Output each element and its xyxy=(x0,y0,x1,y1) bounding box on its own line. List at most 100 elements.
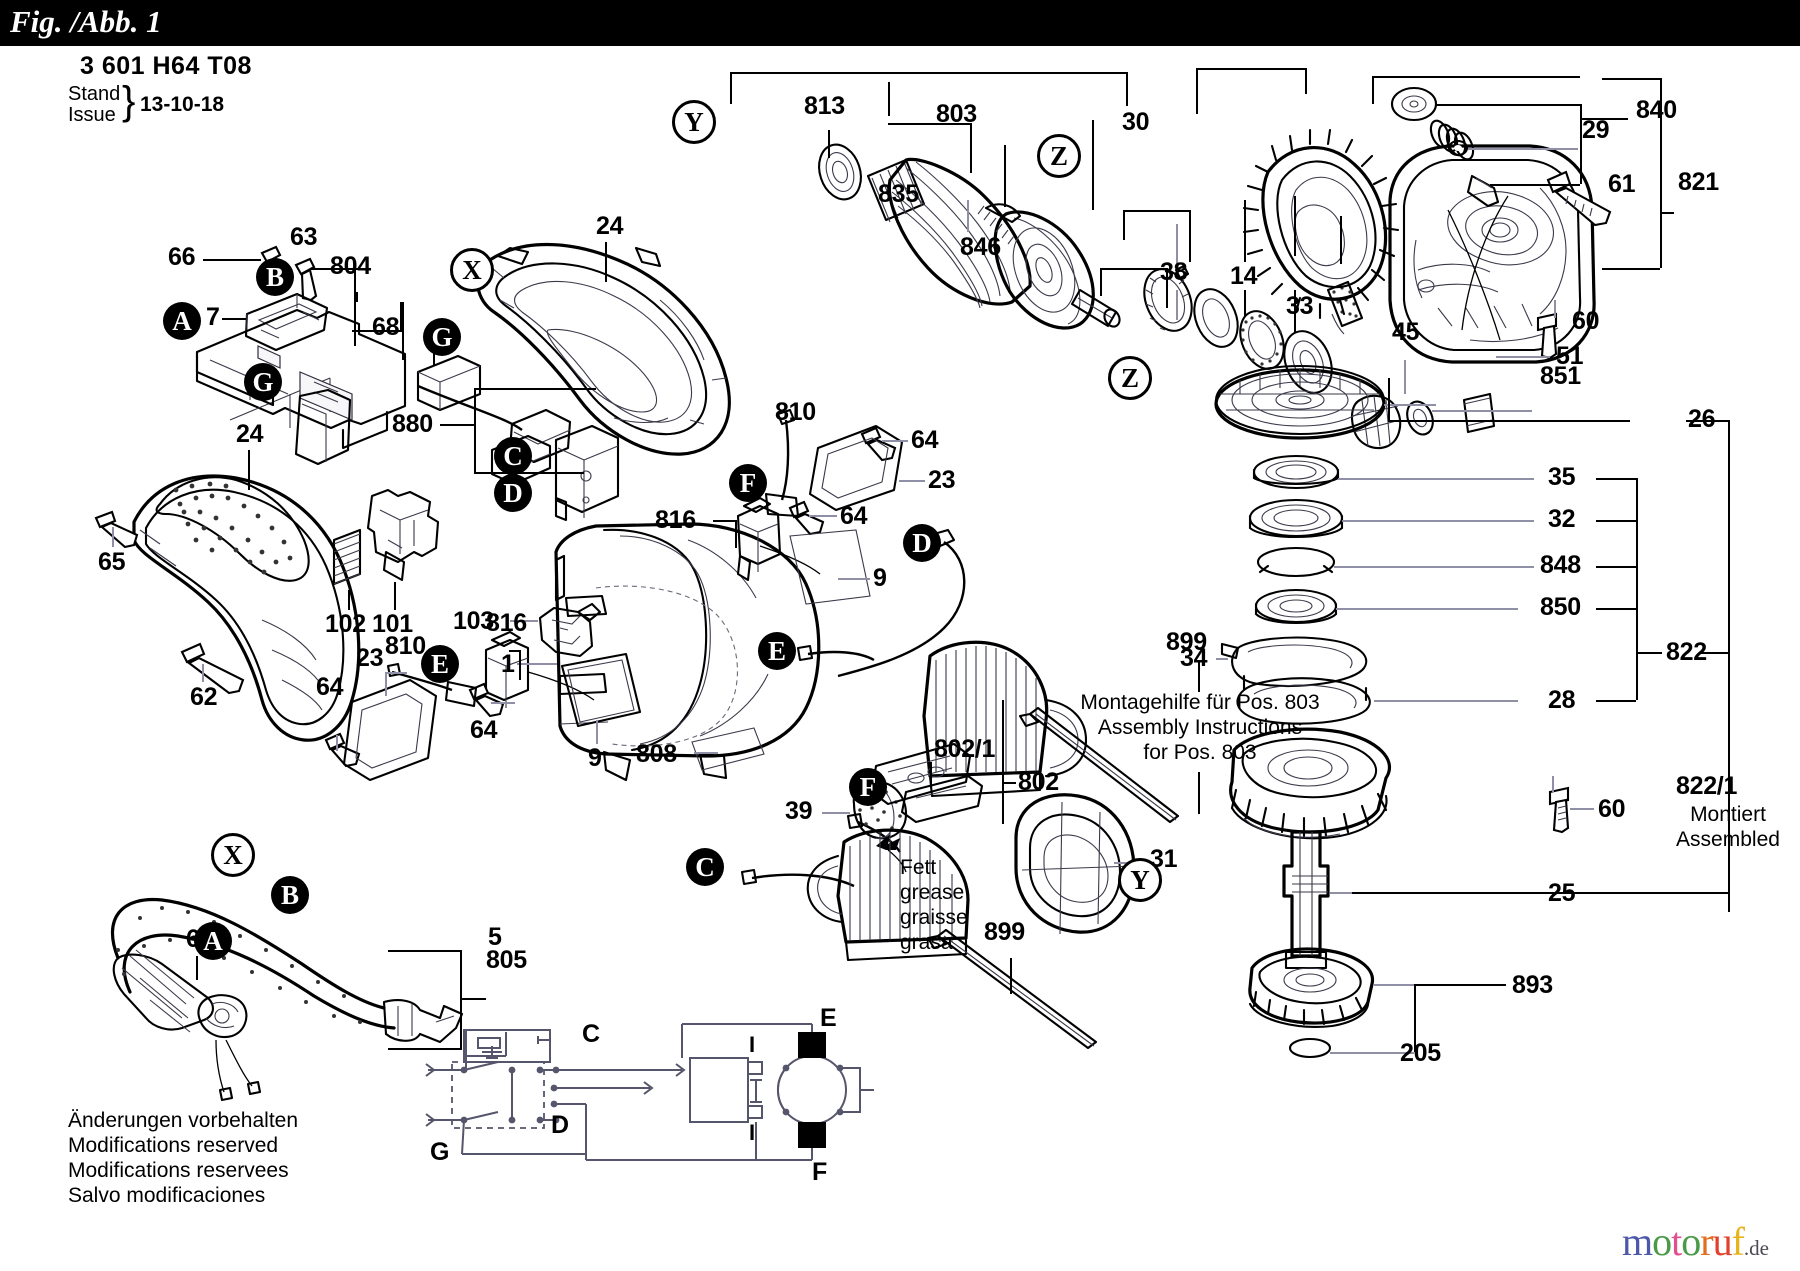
label-34: 34 xyxy=(1180,644,1208,672)
schematic-label-I-bottom: I xyxy=(749,1120,755,1145)
callout-A-switch: A xyxy=(163,302,201,340)
callout-D-module: D xyxy=(494,474,532,512)
cover-23-upper xyxy=(810,426,902,510)
cap-103 xyxy=(540,604,600,656)
armature-803 xyxy=(812,139,1122,329)
label-810-lower: 810 xyxy=(385,632,426,660)
screws-64 xyxy=(326,428,895,766)
label-802-1: 802/1 xyxy=(934,735,996,763)
label-30: 30 xyxy=(1122,108,1150,136)
callout-G-upper: G xyxy=(423,318,461,356)
washer-205 xyxy=(1290,1039,1330,1057)
air-deflector-31 xyxy=(1016,795,1134,934)
callout-Y-armature: Y xyxy=(672,100,716,144)
label-9-right: 9 xyxy=(873,564,887,592)
strain-relief-6 xyxy=(114,950,213,1032)
brush-holder-816-right xyxy=(738,498,820,580)
modifications-footer: Änderungen vorbehalten Modifications res… xyxy=(68,1109,299,1207)
label-893: 893 xyxy=(1512,971,1553,999)
label-26: 26 xyxy=(1688,405,1716,433)
motoruf-watermark: motoruf.de xyxy=(1622,1218,1769,1265)
lead-810-upper xyxy=(766,410,798,516)
stator-802-lower xyxy=(808,830,968,960)
housing-hub xyxy=(1448,192,1554,265)
label-810-upper: 810 xyxy=(775,398,816,426)
label-102: 102 xyxy=(325,610,366,638)
label-101: 101 xyxy=(372,610,413,638)
label-33: 33 xyxy=(1286,292,1314,320)
nameplate-802-1b xyxy=(902,776,982,822)
cover-23-lower xyxy=(344,680,436,780)
wiring-schematic xyxy=(426,1024,874,1160)
gasket-9-left xyxy=(562,654,640,726)
label-802: 802 xyxy=(1018,768,1059,796)
assembly-tool-899-upper xyxy=(1020,708,1178,822)
watermark-letter: u xyxy=(1712,1219,1733,1264)
issue-date: 13-10-18 xyxy=(140,93,225,116)
assembly-instructions-note: Montagehilfe für Pos. 803 Assembly Instr… xyxy=(1080,691,1320,764)
callout-B-cord: B xyxy=(271,876,309,914)
part-number-header: 3 601 H64 T08 xyxy=(80,52,252,80)
label-821: 821 xyxy=(1678,168,1719,196)
label-851: 851 xyxy=(1540,362,1581,390)
label-29: 29 xyxy=(1582,116,1610,144)
label-61: 61 xyxy=(1608,170,1636,198)
callout-F-upper: F xyxy=(729,464,767,502)
figure-badge: Fig. /Abb. 1 xyxy=(0,0,1800,46)
brace-glyph: } xyxy=(122,79,136,123)
label-28: 28 xyxy=(1548,686,1576,714)
label-45: 45 xyxy=(1392,318,1420,346)
lever-101 xyxy=(368,490,438,580)
label-25: 25 xyxy=(1548,879,1576,907)
callout-C-module: C xyxy=(494,437,532,475)
label-23-upper: 23 xyxy=(928,466,956,494)
label-23-lower: 23 xyxy=(356,644,384,672)
callout-G-lower: G xyxy=(244,363,282,401)
label-205: 205 xyxy=(1400,1039,1441,1067)
commutator-835 xyxy=(868,159,1123,329)
label-64-c: 64 xyxy=(470,716,498,744)
label-848: 848 xyxy=(1540,551,1581,579)
schematic-label-G: G xyxy=(430,1138,450,1166)
gear-housing-821 xyxy=(1390,146,1594,362)
schematic-label-C: C xyxy=(582,1020,600,1048)
label-66: 66 xyxy=(168,243,196,271)
spring-102 xyxy=(334,530,360,584)
watermark-letter: t xyxy=(1671,1219,1682,1264)
label-804: 804 xyxy=(330,252,371,280)
bearing-32 xyxy=(1250,500,1342,537)
label-35: 35 xyxy=(1548,463,1576,491)
label-62: 62 xyxy=(190,683,218,711)
callout-D-right: D xyxy=(903,524,941,562)
power-cord-805 xyxy=(112,900,462,1100)
spring-washers xyxy=(1427,118,1476,162)
bearing-14 xyxy=(1276,324,1341,400)
watermark-letter: o xyxy=(1681,1219,1701,1264)
washer-846b xyxy=(1186,283,1246,354)
schematic-label-F: F xyxy=(812,1158,827,1186)
bushing-51 xyxy=(1464,394,1494,432)
label-822: 822 xyxy=(1666,638,1707,666)
label-39: 39 xyxy=(785,797,813,825)
label-63: 63 xyxy=(290,223,318,251)
callout-Y-deflector: Y xyxy=(1118,858,1162,902)
label-38: 38 xyxy=(1160,258,1188,286)
label-803: 803 xyxy=(936,100,977,128)
label-103: 103 xyxy=(453,607,494,635)
callout-B-switch: B xyxy=(256,258,294,296)
label-822-1: 822/1 xyxy=(1676,772,1738,800)
handle-housing-24b xyxy=(96,476,359,740)
flange-nut-893 xyxy=(1250,949,1373,1057)
screw-63 xyxy=(296,259,316,300)
label-68: 68 xyxy=(372,313,400,341)
watermark-letter: f xyxy=(1731,1219,1745,1264)
label-816-left: 816 xyxy=(486,609,527,637)
label-14: 14 xyxy=(1230,262,1258,290)
screw-60-lower xyxy=(1550,788,1568,832)
washer-28 xyxy=(1237,676,1369,724)
label-850: 850 xyxy=(1540,593,1581,621)
label-65: 65 xyxy=(98,548,126,576)
assembly-tool-899-lower xyxy=(928,930,1096,1048)
bearing-813 xyxy=(812,139,867,205)
